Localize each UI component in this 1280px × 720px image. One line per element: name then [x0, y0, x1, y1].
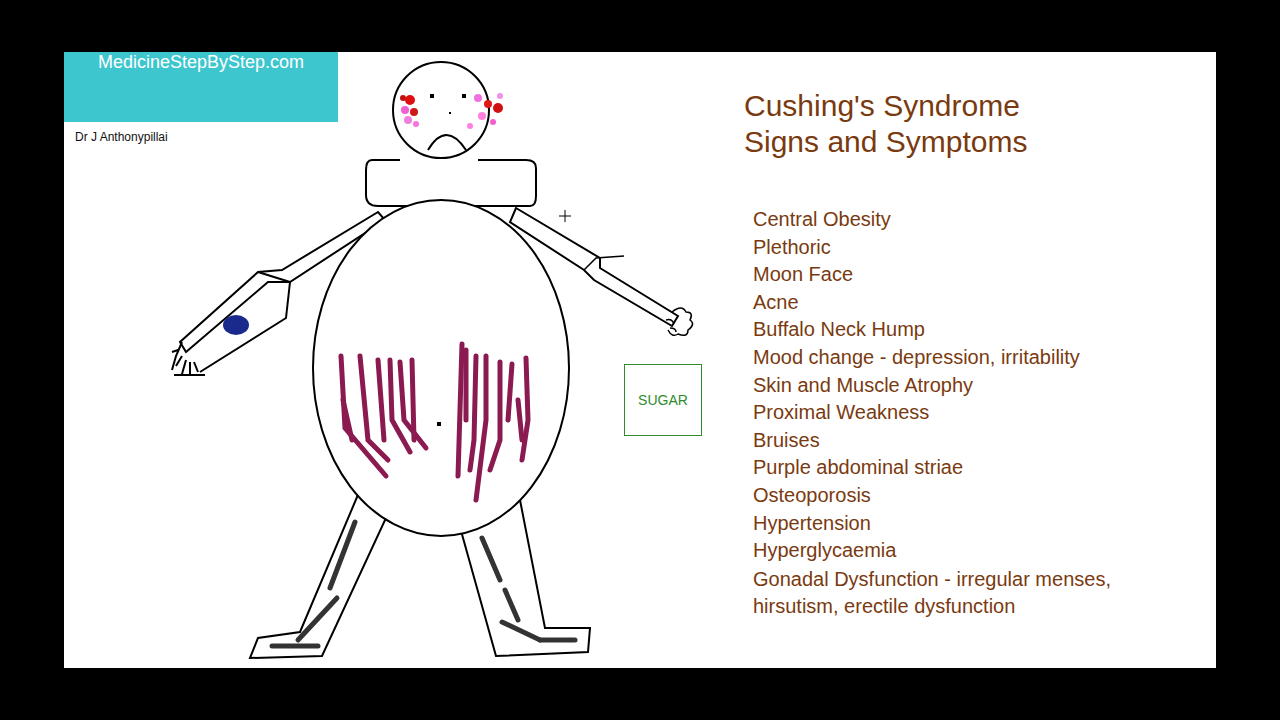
moon-face — [393, 62, 489, 158]
cursor-cross — [559, 210, 571, 222]
symptom-item: Gonadal Dysfunction - irregular menses, … — [753, 566, 1163, 621]
symptom-item: Central Obesity — [753, 207, 891, 231]
author-credit: Dr J Anthonypillai — [75, 130, 168, 144]
symptom-item: Plethoric — [753, 235, 831, 259]
symptom-item: Acne — [753, 290, 799, 314]
buffalo-hump — [366, 160, 536, 206]
node-text: SUGAR — [638, 392, 688, 408]
central-obesity-trunk — [313, 200, 569, 536]
symptom-item: Skin and Muscle Atrophy — [753, 373, 973, 397]
plethoric-cheeks — [400, 93, 503, 129]
symptom-item: Purple abdominal striae — [753, 455, 963, 479]
symptom-item: Osteoporosis — [753, 483, 871, 507]
sugar-box: SUGAR — [624, 364, 702, 436]
right-elbow — [584, 256, 624, 270]
website-banner: MedicineStepByStep.com — [64, 52, 338, 122]
node-text: MedicineStepByStep.com — [64, 52, 338, 72]
symptom-item: Bruises — [753, 428, 820, 452]
symptom-item: Proximal Weakness — [753, 400, 929, 424]
symptom-item: Hyperglycaemia — [753, 538, 896, 562]
symptom-item: Moon Face — [753, 262, 853, 286]
bruise — [223, 315, 249, 335]
symptom-item: Hypertension — [753, 511, 871, 535]
slide-title: Cushing's Syndrome Signs and Symptoms — [744, 88, 1074, 160]
navel — [437, 422, 441, 426]
thin-legs-muscle-atrophy — [272, 522, 575, 646]
left-hand — [172, 342, 205, 375]
purple-abdominal-striae — [341, 344, 528, 500]
left-leg — [250, 490, 392, 658]
left-forearm — [200, 272, 290, 372]
right-hand — [666, 308, 693, 335]
symptom-item: Mood change - depression, irritability — [753, 345, 1080, 369]
symptom-item: Buffalo Neck Hump — [753, 317, 925, 341]
